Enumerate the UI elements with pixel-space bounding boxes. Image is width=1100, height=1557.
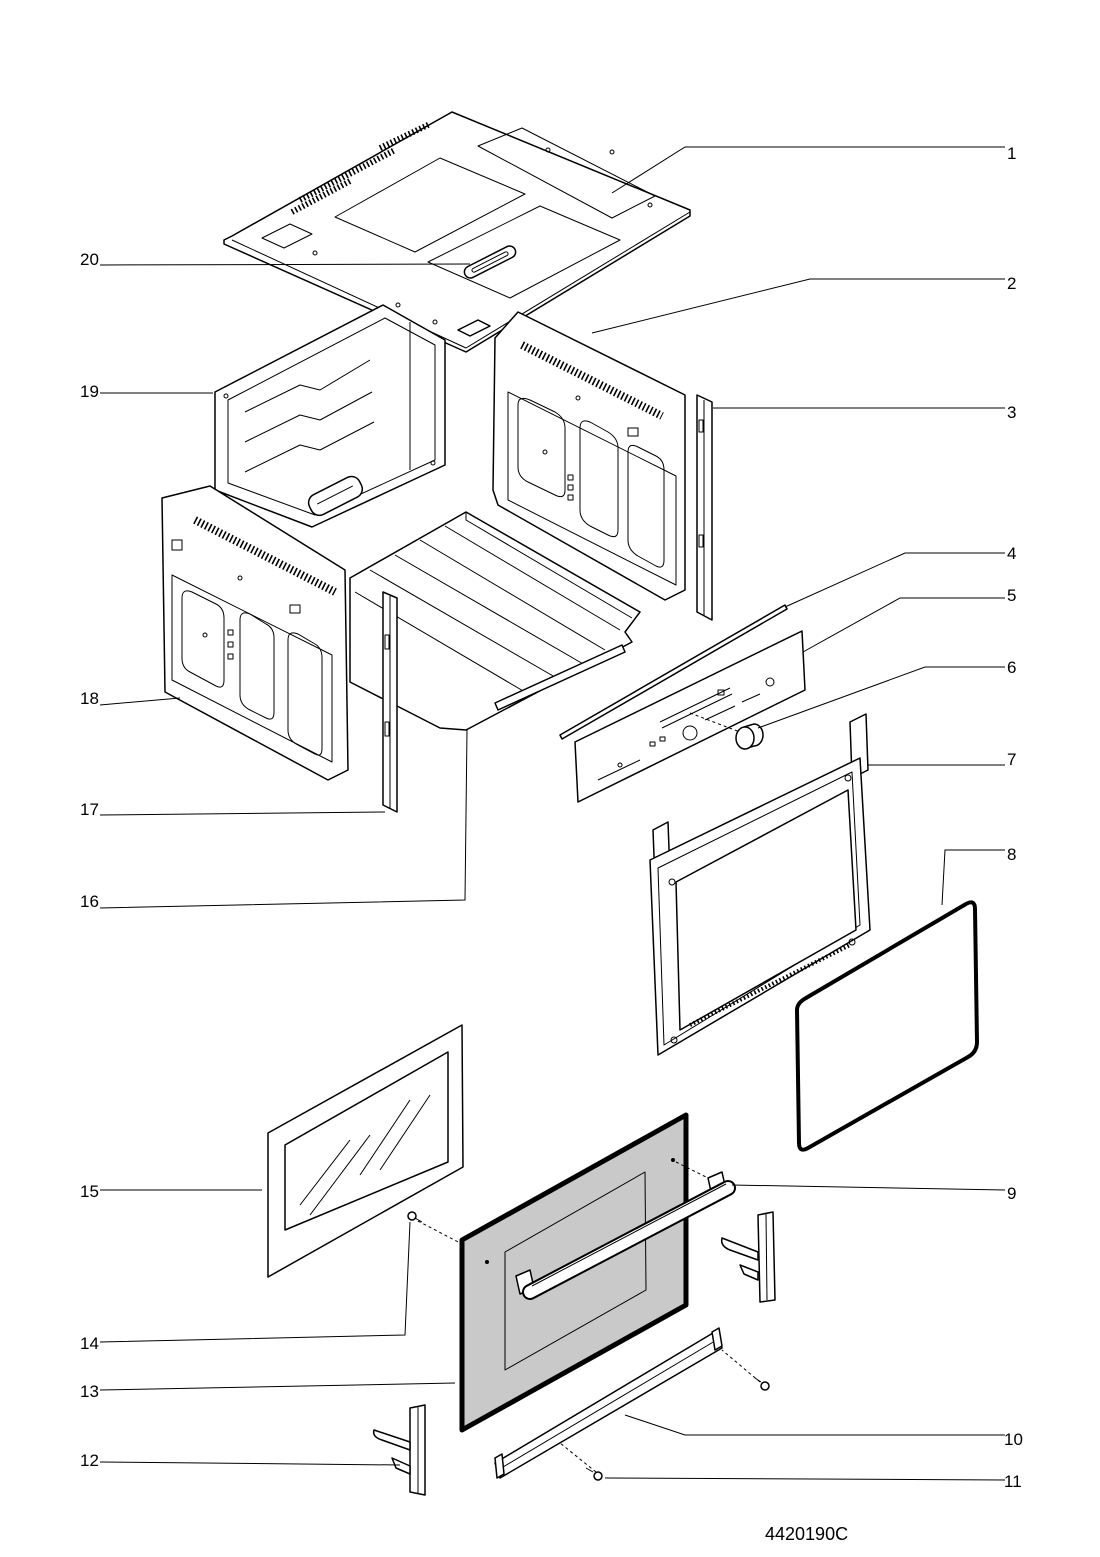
leader-line-14: [99, 1221, 411, 1343]
leader-line-9: [731, 1184, 1006, 1191]
leader-line-2: [591, 278, 1005, 334]
left-door-hinge: [372, 1404, 426, 1496]
callout-6-label: 6: [1007, 658, 1016, 677]
callout-11-label: 11: [1004, 1472, 1022, 1491]
top-panel: [223, 111, 691, 353]
callout-20-label: 20: [80, 250, 99, 269]
callout-2-label: 2: [1007, 274, 1016, 293]
bottom-panel: [349, 511, 641, 731]
leader-line-12: [99, 1461, 401, 1466]
control-panel: [574, 630, 806, 803]
callout-16-label: 16: [80, 892, 99, 911]
leader-lines: [99, 146, 1006, 1481]
left-front-strip: [382, 591, 398, 813]
callout-12-label: 12: [80, 1451, 99, 1470]
right-front-strip: [696, 394, 713, 621]
leader-line-6: [757, 666, 1005, 729]
callout-13-label: 13: [80, 1382, 99, 1401]
right-door-hinge: [720, 1211, 776, 1303]
callout-18-label: 18: [80, 689, 99, 708]
callout-labels: 1 2 3 4 5 6 7 8 9 10 11 12 13 14 15 16 1…: [80, 144, 1023, 1491]
door-handle: [515, 1171, 736, 1300]
callout-10-label: 10: [1004, 1430, 1023, 1449]
leader-line-17: [99, 811, 386, 816]
assembly-lines: [417, 712, 761, 1473]
trim-strip: [559, 604, 788, 740]
back-panel: [214, 304, 446, 528]
leader-line-5: [802, 597, 1005, 653]
screw-11: [585, 1467, 603, 1481]
callout-14-label: 14: [80, 1334, 99, 1353]
callout-9-label: 9: [1007, 1184, 1016, 1203]
inner-door-glass: [267, 1024, 464, 1278]
door-bottom-trim: [494, 1327, 723, 1479]
drawing-number: 4420190C: [765, 1524, 848, 1544]
leader-line-11: [604, 1477, 1006, 1481]
callout-3-label: 3: [1007, 403, 1016, 422]
leader-line-4: [784, 552, 1005, 608]
callout-7-label: 7: [1007, 750, 1016, 769]
door-gasket: [795, 900, 979, 1152]
leader-line-8: [941, 849, 1005, 906]
leader-line-13: [99, 1382, 456, 1391]
callout-15-label: 15: [80, 1182, 99, 1201]
screw-14: [407, 1211, 423, 1223]
leader-line-1: [611, 146, 1005, 194]
callout-8-label: 8: [1007, 845, 1016, 864]
control-knob: [735, 723, 764, 750]
door-frame: [649, 713, 871, 1056]
callout-1-label: 1: [1007, 144, 1016, 163]
leader-line-10: [624, 1414, 1005, 1436]
right-side-panel: [492, 311, 686, 601]
callout-4-label: 4: [1007, 544, 1016, 563]
leader-line-20: [99, 263, 471, 266]
leader-line-16: [99, 729, 468, 909]
screw-bottom-right: [754, 1377, 770, 1391]
callout-17-label: 17: [80, 800, 99, 819]
callout-19-label: 19: [80, 382, 99, 401]
callout-5-label: 5: [1007, 586, 1016, 605]
leader-line-18: [99, 697, 181, 706]
left-side-panel: [161, 485, 349, 781]
